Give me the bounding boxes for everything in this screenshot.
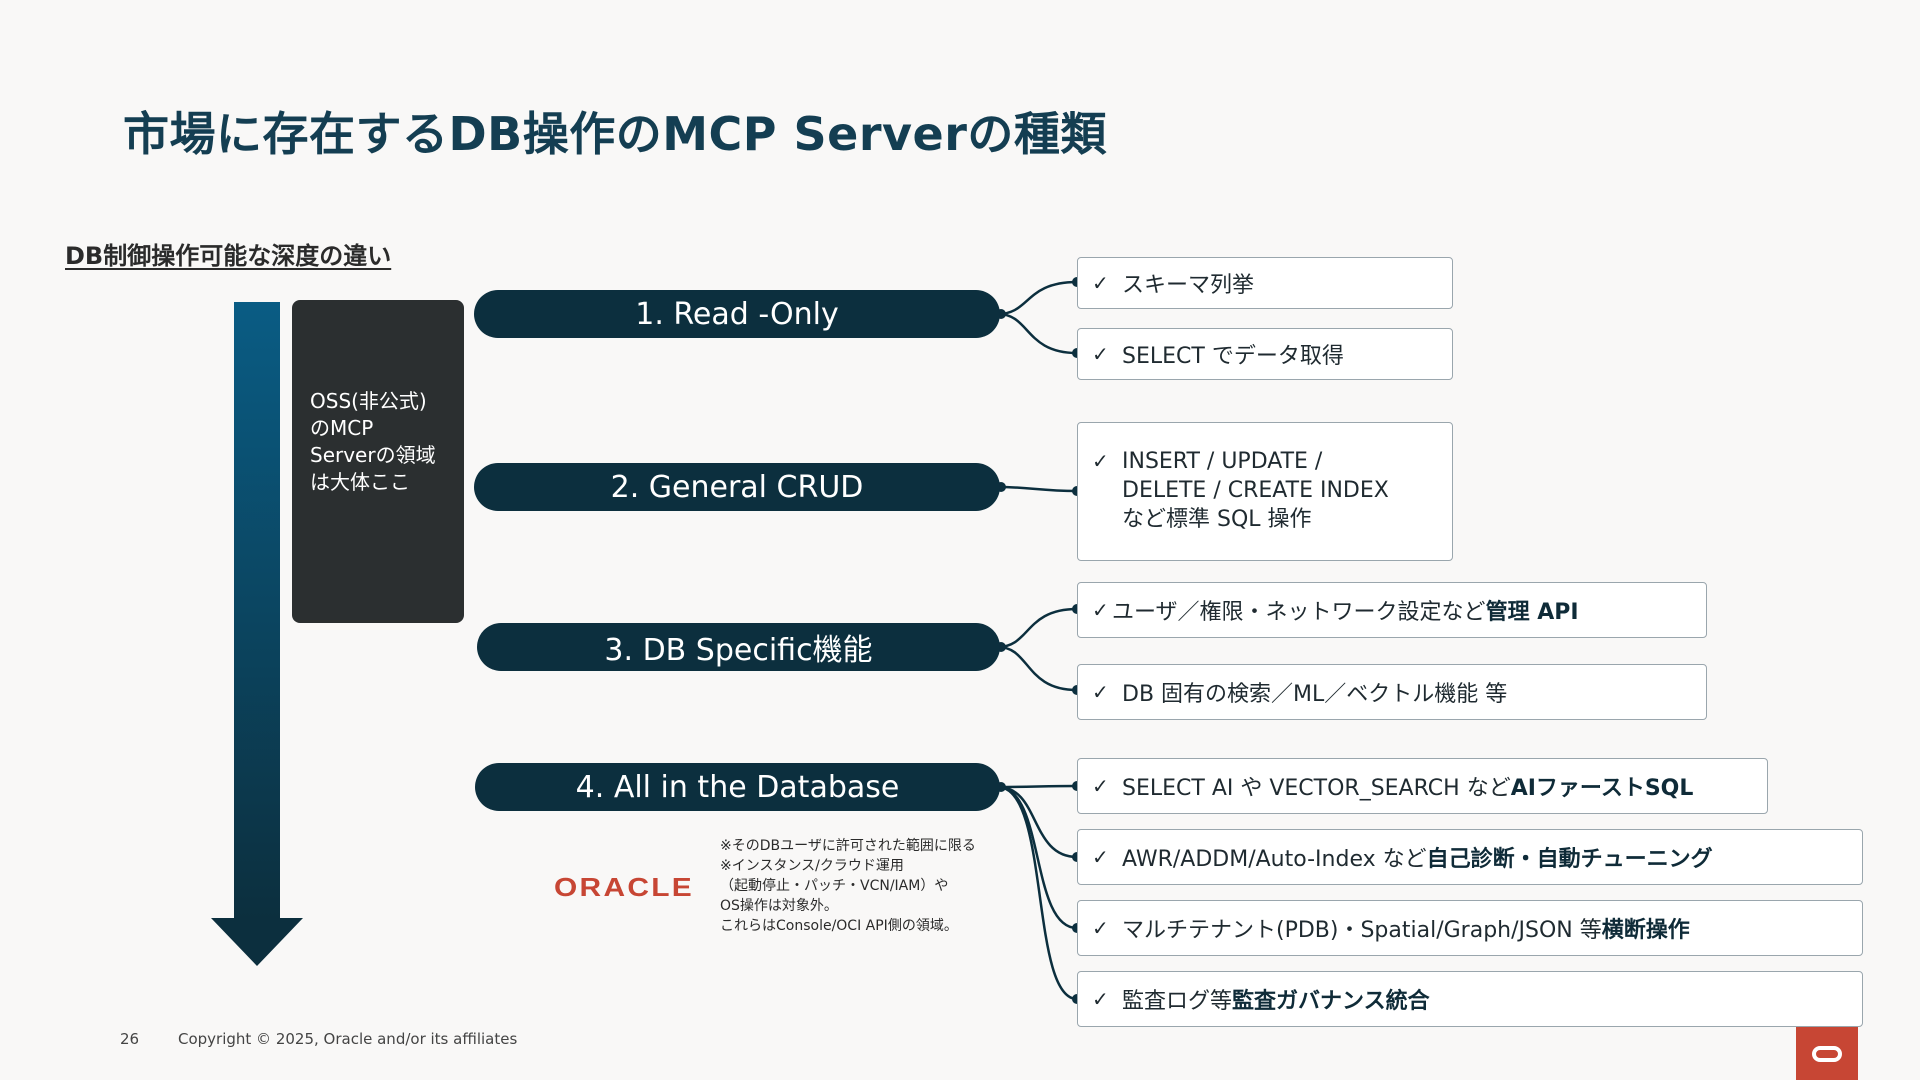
- oss-region-box: OSS(非公式) のMCP Serverの領域 は大体ここ: [292, 300, 464, 623]
- oracle-corner-logo: [1796, 1027, 1858, 1080]
- feature-text: DB 固有の検索／ML／ベクトル機能 等: [1122, 682, 1508, 707]
- note-line: OS操作は対象外。: [720, 898, 838, 914]
- oracle-ring-icon: [1812, 1045, 1842, 1062]
- feature-text: AWR/ADDM/Auto-Index など: [1122, 847, 1427, 872]
- check-icon: ✓: [1092, 916, 1109, 940]
- check-icon: ✓: [1092, 845, 1109, 869]
- oss-line: OSS(非公式): [310, 388, 427, 413]
- feature-text: ユーザ／権限・ネットワーク設定など: [1112, 600, 1486, 625]
- note-line: これらはConsole/OCI API側の領域。: [720, 918, 958, 934]
- note-line: ※そのDBユーザに許可された範囲に限る: [720, 838, 976, 854]
- copyright: Copyright © 2025, Oracle and/or its affi…: [178, 1030, 518, 1048]
- scope-note: ※そのDBユーザに許可された範囲に限る ※インスタンス/クラウド運用 （起動停止…: [720, 836, 976, 936]
- check-icon: ✓: [1092, 342, 1109, 366]
- feature-box: ✓ ユーザ／権限・ネットワーク設定など 管理 API: [1077, 582, 1707, 638]
- note-line: ※インスタンス/クラウド運用: [720, 858, 904, 874]
- check-icon: ✓: [1092, 598, 1109, 622]
- level-db-specific: 3. DB Specific機能: [477, 623, 1000, 671]
- level-general-crud: 2. General CRUD: [474, 463, 1000, 511]
- level-all-in-db: 4. All in the Database: [475, 763, 1000, 811]
- oracle-logo: ORACLE: [554, 872, 695, 902]
- feature-bold: 横断操作: [1601, 918, 1690, 943]
- oss-line: のMCP: [310, 415, 374, 440]
- feature-box: ✓ 監査ログ等 監査ガバナンス統合: [1077, 971, 1863, 1027]
- feature-text: DELETE / CREATE INDEX: [1122, 478, 1389, 503]
- feature-text: マルチテナント(PDB)・Spatial/Graph/JSON 等: [1122, 918, 1602, 943]
- oss-line: Serverの領域: [310, 442, 436, 467]
- check-icon: ✓: [1092, 449, 1109, 473]
- feature-box: ✓ DB 固有の検索／ML／ベクトル機能 等: [1077, 664, 1707, 720]
- feature-bold: 管理 API: [1485, 600, 1579, 625]
- check-icon: ✓: [1092, 271, 1109, 295]
- feature-text: INSERT / UPDATE /: [1122, 449, 1323, 474]
- level-read-only: 1. Read -Only: [474, 290, 1000, 338]
- check-icon: ✓: [1092, 987, 1109, 1011]
- feature-box: ✓ マルチテナント(PDB)・Spatial/Graph/JSON 等 横断操作: [1077, 900, 1863, 956]
- depth-arrow: [211, 302, 303, 966]
- connector-lines: [997, 280, 1078, 1001]
- check-icon: ✓: [1092, 680, 1109, 704]
- feature-bold: AIファーストSQL: [1510, 776, 1694, 801]
- page-number: 26: [120, 1030, 140, 1048]
- crud-lines: INSERT / UPDATE / DELETE / CREATE INDEX …: [1122, 447, 1389, 534]
- feature-text: スキーマ列挙: [1122, 273, 1255, 298]
- feature-text: など標準 SQL 操作: [1122, 507, 1312, 532]
- feature-text: 監査ログ等: [1122, 989, 1233, 1014]
- feature-box: ✓ SELECT AI や VECTOR_SEARCH など AIファーストSQ…: [1077, 758, 1768, 814]
- section-subtitle: DB制御操作可能な深度の違い: [65, 242, 392, 270]
- oss-line: は大体ここ: [310, 469, 410, 494]
- feature-bold: 監査ガバナンス統合: [1232, 989, 1430, 1014]
- page-title: 市場に存在するDB操作のMCP Serverの種類: [123, 107, 1107, 161]
- feature-bold: 自己診断・自動チューニング: [1426, 847, 1713, 872]
- feature-box: ✓ SELECT でデータ取得: [1077, 328, 1453, 380]
- feature-text: SELECT AI や VECTOR_SEARCH など: [1122, 776, 1511, 801]
- feature-box: ✓ INSERT / UPDATE / DELETE / CREATE INDE…: [1077, 422, 1453, 561]
- check-icon: ✓: [1092, 774, 1109, 798]
- feature-text: SELECT でデータ取得: [1122, 344, 1344, 369]
- feature-box: ✓ AWR/ADDM/Auto-Index など 自己診断・自動チューニング: [1077, 829, 1863, 885]
- note-line: （起動停止・パッチ・VCN/IAM）や: [720, 878, 949, 894]
- feature-box: ✓ スキーマ列挙: [1077, 257, 1453, 309]
